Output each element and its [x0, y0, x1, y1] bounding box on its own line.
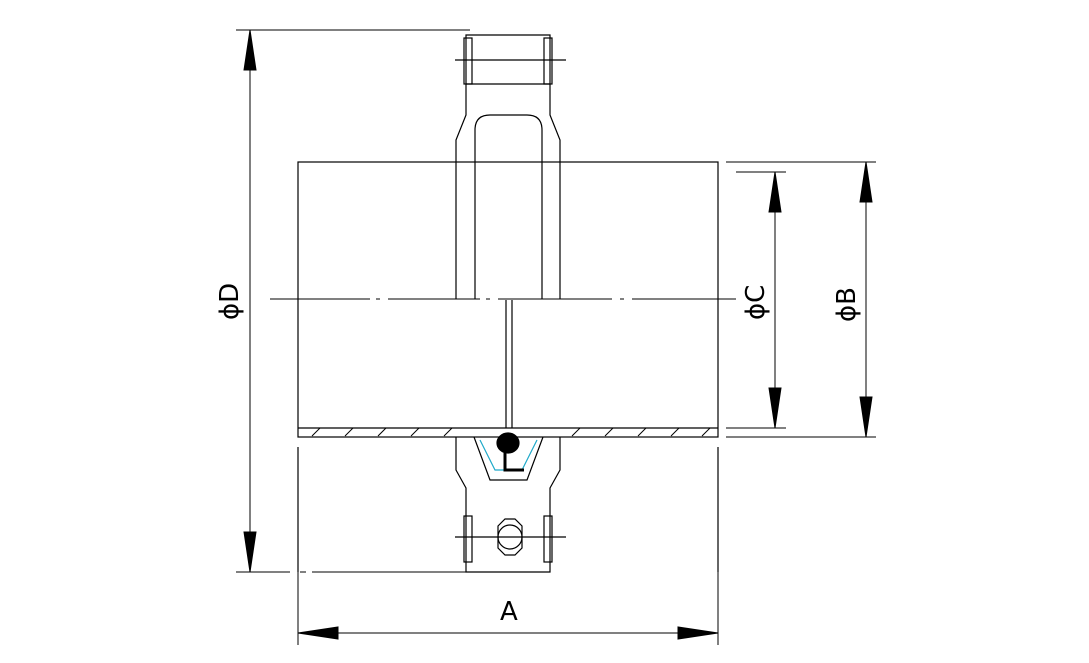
pipe-body — [297, 161, 719, 572]
dimension-c-label: ϕC — [741, 285, 771, 320]
dimension-a — [297, 572, 719, 645]
clamp-top-arm — [455, 34, 566, 299]
wall-hatching — [311, 427, 711, 437]
dimension-c — [726, 171, 786, 429]
dimension-b — [726, 161, 876, 438]
dimension-d-label: ϕD — [215, 283, 245, 320]
dimension-b-label: ϕB — [832, 287, 862, 322]
clamp-bottom-hinge — [455, 432, 566, 573]
dimension-d — [236, 29, 470, 573]
dimension-a-label: A — [500, 597, 518, 627]
